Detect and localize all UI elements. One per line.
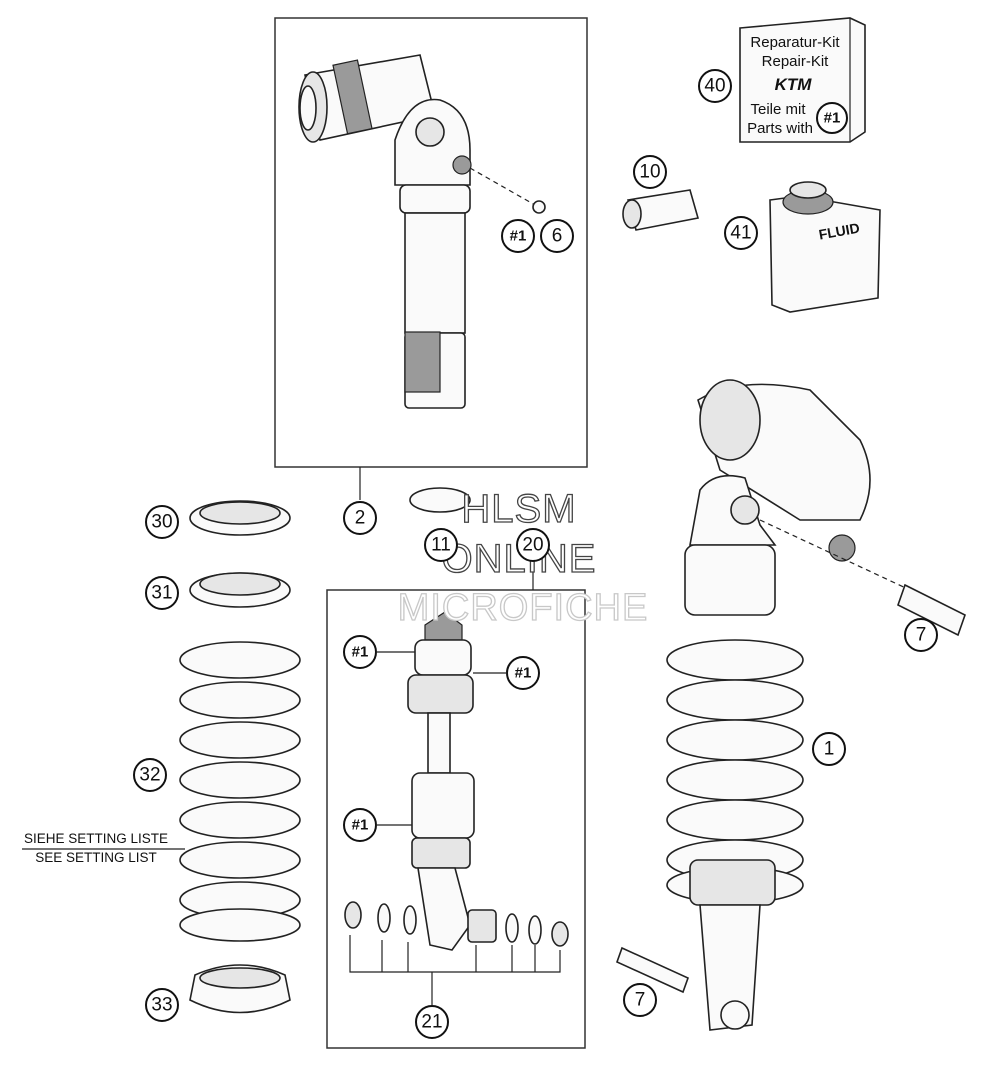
svg-text:7: 7: [635, 990, 646, 1011]
svg-text:#1: #1: [352, 644, 369, 661]
repair-kit-line3: Teile mit: [750, 101, 806, 118]
svg-text:1: 1: [824, 739, 835, 760]
svg-text:20: 20: [522, 535, 543, 556]
callout-33[interactable]: 33: [145, 988, 179, 1022]
callout-40[interactable]: 40: [698, 69, 732, 103]
callout-11[interactable]: 11: [424, 528, 458, 562]
callout-6-ref[interactable]: #1: [501, 219, 535, 253]
svg-text:6: 6: [552, 226, 563, 247]
svg-text:10: 10: [639, 162, 660, 183]
piston-rod-drawing: [344, 611, 569, 1005]
callout-ref1-lower[interactable]: #1: [343, 808, 377, 842]
callout-6[interactable]: 6: [540, 219, 574, 253]
damper-assembly-box: [274, 17, 588, 468]
callout-7-upper[interactable]: 7: [904, 618, 938, 652]
callout-20[interactable]: 20: [516, 528, 550, 562]
svg-text:40: 40: [704, 76, 725, 97]
callout-7-lower[interactable]: 7: [623, 983, 657, 1017]
svg-text:#1: #1: [510, 228, 527, 245]
fluid-label: FLUID: [817, 220, 860, 243]
callout-21[interactable]: 21: [415, 1005, 449, 1039]
callout-ref1-upper-left[interactable]: #1: [343, 635, 377, 669]
repair-kit-line1: Reparatur-Kit: [750, 34, 840, 51]
repair-kit-line4: Parts with: [747, 120, 813, 137]
svg-text:30: 30: [151, 512, 172, 533]
snap-ring-drawing: [409, 487, 471, 513]
svg-text:31: 31: [151, 583, 172, 604]
svg-text:#1: #1: [515, 665, 532, 682]
fluid-can-icon: [769, 181, 881, 313]
ktm-logo: KTM: [775, 75, 813, 94]
watermark-line3: MICROFICHE: [398, 587, 649, 629]
callout-ref1-upper-right[interactable]: #1: [506, 656, 540, 690]
callout-10[interactable]: 10: [633, 155, 667, 189]
shim-parts-row: [344, 901, 569, 947]
callout-41[interactable]: 41: [724, 216, 758, 250]
svg-text:33: 33: [151, 995, 172, 1016]
callout-1[interactable]: 1: [812, 732, 846, 766]
damper-body-drawing: [298, 54, 546, 409]
callout-31[interactable]: 31: [145, 576, 179, 610]
spring-note-line1: SIEHE SETTING LISTE: [24, 831, 168, 846]
svg-text:32: 32: [139, 765, 160, 786]
repair-kit-ref: #1: [824, 110, 841, 127]
valve-icon: [622, 189, 700, 231]
bolt-lower-drawing: [615, 946, 690, 994]
repair-kit-ref-circle: [816, 102, 848, 134]
spring-note-line2: SEE SETTING LIST: [35, 850, 157, 865]
callout-32[interactable]: 32: [133, 758, 167, 792]
svg-text:2: 2: [355, 508, 366, 529]
repair-kit-line2: Repair-Kit: [762, 53, 830, 70]
spring-icon: [179, 500, 301, 1014]
piston-rod-box: [326, 589, 586, 1049]
svg-text:7: 7: [916, 625, 927, 646]
callout-2[interactable]: 2: [343, 501, 377, 535]
svg-text:11: 11: [431, 535, 451, 556]
callout-30[interactable]: 30: [145, 505, 179, 539]
watermark-line1: HLSM: [461, 487, 576, 531]
svg-text:#1: #1: [352, 817, 369, 834]
svg-text:41: 41: [730, 223, 751, 244]
shock-absorber-icon: [666, 379, 966, 1031]
svg-text:21: 21: [421, 1012, 442, 1033]
